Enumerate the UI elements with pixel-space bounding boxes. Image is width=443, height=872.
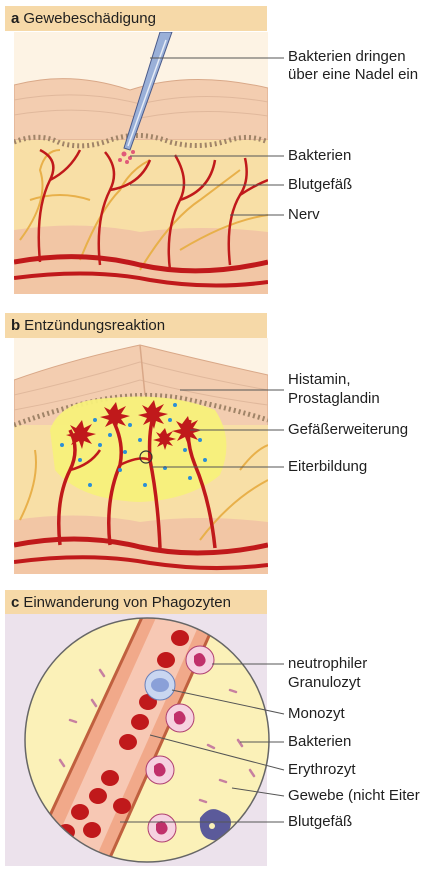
label-bakterien-dringen: Bakterien dringen — [288, 48, 406, 66]
label-prostaglandin: Prostaglandin — [288, 390, 380, 408]
label-neutrophiler: neutrophiler — [288, 655, 367, 673]
label-gefaesserweiterung: Gefäßerweiterung — [288, 421, 408, 439]
panel-a-illustration — [14, 32, 268, 294]
label-bakterien-c: Bakterien — [288, 733, 351, 751]
label-gewebe: Gewebe (nicht Eiter — [288, 787, 443, 805]
label-blutgefaess-c: Blutgefäß — [288, 813, 352, 831]
label-monozyt: Monozyt — [288, 705, 345, 723]
label-eiterbildung: Eiterbildung — [288, 458, 367, 476]
label-histamin: Histamin, — [288, 371, 351, 389]
label-granulozyt: Granulozyt — [288, 674, 361, 692]
monocyte-icon — [145, 670, 175, 700]
label-ueber-nadel: über eine Nadel ein — [288, 66, 418, 84]
label-bakterien-a: Bakterien — [288, 147, 351, 165]
label-nerv: Nerv — [288, 206, 320, 224]
label-erythrozyt: Erythrozyt — [288, 761, 356, 779]
label-blutgefaess-a: Blutgefäß — [288, 176, 352, 194]
panel-b-illustration — [14, 338, 268, 574]
